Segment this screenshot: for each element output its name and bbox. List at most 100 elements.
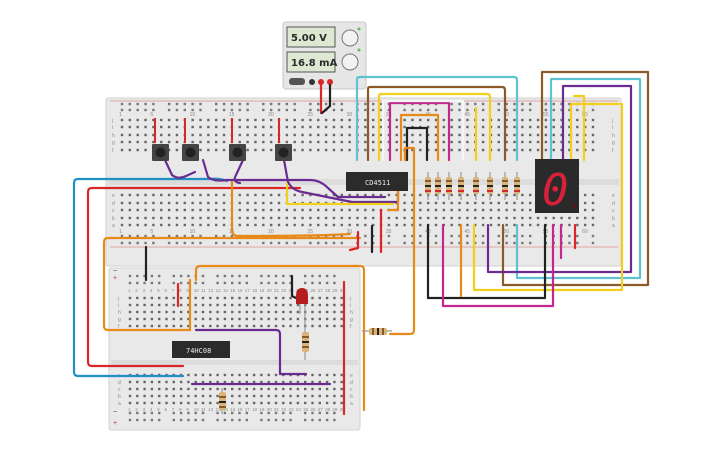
resistor-segment-3[interactable] [446,172,452,200]
resistor-segment-4[interactable] [458,172,464,200]
bb-small-col-label: 3 [143,288,146,293]
psu-terminal-positive[interactable] [318,79,324,85]
bb-small-row-label: d [118,380,121,386]
resistor-segment-1[interactable] [425,172,431,200]
bb-main-col-label: 60 [582,229,588,235]
bb-small-row-label: g [118,317,121,323]
bb-main-col-label: 10 [190,112,196,118]
resistor-array[interactable] [425,172,520,200]
resistor-segment-8[interactable] [514,172,520,200]
bb-main-row-label: g [112,140,115,146]
wire-black-top[interactable] [405,126,429,162]
bb-main-col-label: 55 [543,112,549,118]
wire-magenta-top[interactable] [388,101,451,162]
bb-main-col-label: 1 [119,112,122,118]
wire-purple-sw2[interactable] [201,158,387,199]
wire-red-left[interactable] [86,186,302,368]
bb-small-row-label: i [350,303,351,309]
wire-purple-small[interactable] [194,328,308,376]
power-supply[interactable]: 5.00 V 16.8 mA [282,21,367,90]
wire-purple-sw1[interactable] [163,158,197,179]
bb-main-col-label: 15 [229,112,235,118]
bb-small-col-label: 14 [223,288,229,293]
wire-cyan-right[interactable] [515,77,642,280]
bb-small-col-label: 15 [230,288,236,293]
wire-yellow-top[interactable] [377,92,492,162]
bb-main-col-label: 30 [347,229,353,235]
wire-red-chip-2[interactable] [348,230,360,252]
decoder-chip-label: CD4511 [365,179,390,187]
bb-small-col-label: 4 [150,288,153,293]
wire-brown-right[interactable] [501,70,650,287]
voltage-readout: 5.00 V [291,33,327,44]
push-button-1[interactable] [152,144,169,161]
bb-small-col-label: 29 [332,407,338,412]
breadboard-small[interactable]: 1122334455667788991010111112121313141415… [108,267,361,431]
wire-magenta-bottom[interactable] [441,223,555,308]
wire-yellow-sw[interactable] [285,182,395,206]
bb-small-col-label: 15 [230,407,236,412]
bb-main-row-label: e [612,193,615,199]
bb-main-col-label: 45 [464,229,470,235]
resistor-pulldown[interactable] [219,388,226,414]
bb-main-row-label: h [112,133,115,139]
button-pullup-wires [154,118,280,143]
bb-small-row-label: c [350,387,353,393]
bb-small-col-label: 26 [311,288,317,293]
wire-yellow-stub[interactable] [572,94,586,162]
bb-small-col-label: 4 [150,407,153,412]
push-buttons[interactable] [152,118,292,161]
bb-small-col-label: 7 [172,288,175,293]
wire-purple-sw4[interactable] [282,158,400,204]
wire-orange-mid-left[interactable] [230,180,352,238]
led-red[interactable] [296,288,308,318]
wire-psu-ground[interactable] [320,83,332,115]
wire-purple-sw3[interactable] [233,158,245,185]
bb-main-row-label: j [111,118,113,124]
wire-black-bottom[interactable] [426,223,547,300]
bb-small-col-label: 8 [179,407,182,412]
and-gate-chip[interactable]: 74HC08 [172,341,230,358]
wire-orange-top[interactable] [399,113,440,162]
resistor-segment-6[interactable] [487,172,493,200]
voltage-knob[interactable] [341,29,359,47]
bb-small-col-label: 12 [208,407,214,412]
wire-orange-small[interactable] [194,264,366,412]
bb-main-col-label: 35 [386,112,392,118]
bb-main-row-label: f [612,148,614,154]
seven-segment-display[interactable]: 0 [535,159,579,216]
resistor-segment-5[interactable] [473,172,479,200]
power-switch[interactable] [289,78,305,85]
wire-yellow-right-loop[interactable] [472,102,624,292]
wire-blue-left[interactable] [72,177,229,378]
bb-main-col-label: 35 [386,229,392,235]
bb-small-col-label: 18 [252,407,258,412]
bb-small-col-label: 19 [259,407,265,412]
wire-purple-right[interactable] [486,84,633,274]
psu-terminal-positive-2[interactable] [327,79,333,85]
current-knob[interactable] [341,53,359,71]
resistor-horizontal[interactable] [362,328,392,335]
wire-orange-left[interactable] [102,236,362,332]
wire-cyan-top[interactable] [355,75,519,162]
bb-small-row-label: c [118,387,121,393]
bb-small-col-label: 27 [318,288,324,293]
bb-main-col-label: 20 [268,112,274,118]
decoder-chip[interactable]: CD4511 [346,172,408,191]
push-button-4[interactable] [275,144,292,161]
bb-small-row-label: a [350,401,353,407]
resistor-segment-7[interactable] [502,172,508,200]
bb-small-col-label: 27 [318,407,324,412]
psu-terminal-ground[interactable] [309,79,315,85]
wire-brown-top[interactable] [366,85,507,162]
bb-small-col-label: 9 [186,407,189,412]
bb-small-col-label: 25 [303,407,309,412]
push-button-2[interactable] [182,144,199,161]
bb-main-row-label: a [112,223,115,229]
push-button-3[interactable] [229,144,246,161]
wire-orange-to-led[interactable] [388,146,416,336]
wire-white-top[interactable] [381,99,465,162]
resistor-segment-2[interactable] [435,172,441,200]
resistor-led[interactable] [302,318,309,360]
